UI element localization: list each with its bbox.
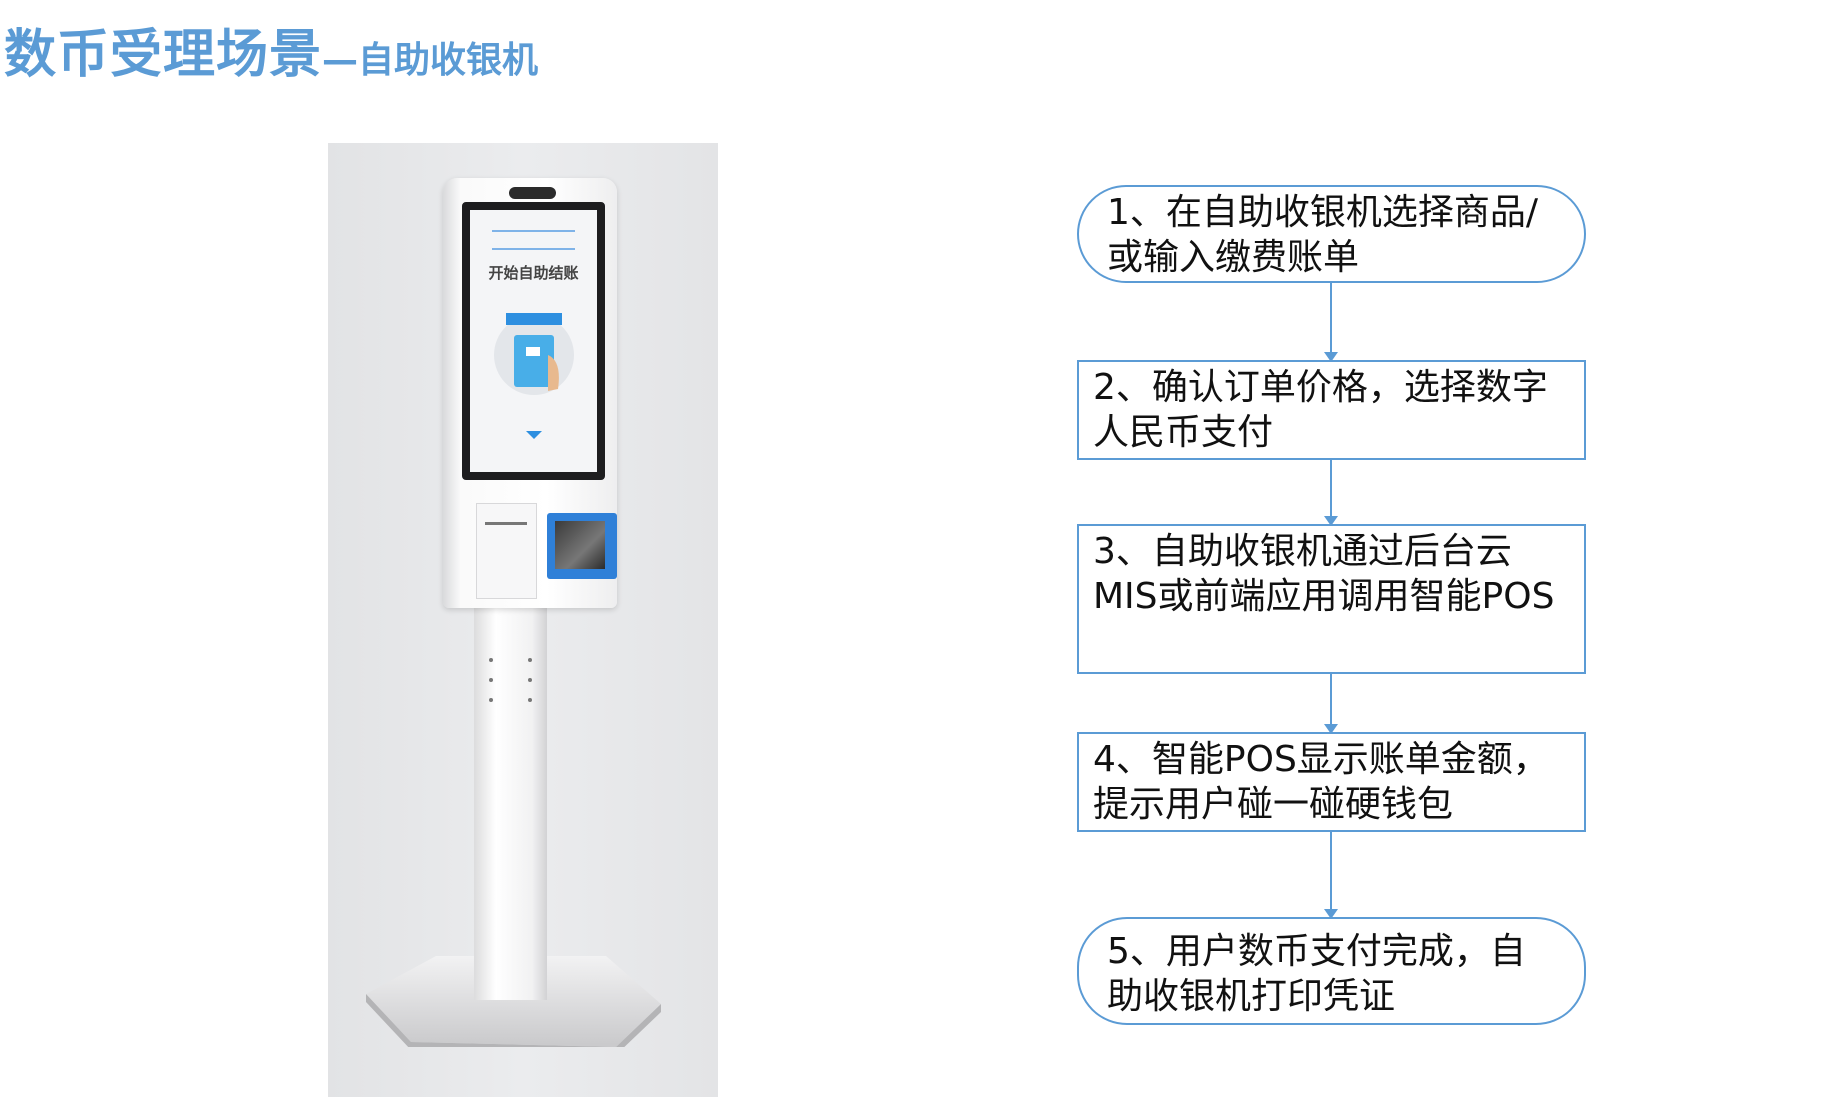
flow-step-5: 5、用户数币支付完成，自助收银机打印凭证 [1077, 917, 1586, 1025]
screw [528, 678, 532, 682]
screw [528, 698, 532, 702]
screen-divider [492, 230, 575, 232]
kiosk-base [366, 954, 661, 1055]
receipt-printer [476, 503, 537, 599]
title-main: 数币受理场景 [4, 25, 323, 85]
page-title: 数币受理场景—自助收银机 [4, 12, 538, 87]
screw [528, 658, 532, 662]
flow-arrow [1324, 832, 1338, 919]
scanner-glass [555, 521, 605, 569]
qr-scanner [547, 513, 617, 579]
kiosk-photo: 开始自助结账 [328, 143, 718, 1097]
screen-title: 开始自助结账 [488, 264, 579, 282]
flow-step-2: 2、确认订单价格，选择数字人民币支付 [1077, 360, 1586, 460]
flow-arrow [1324, 674, 1338, 734]
title-sub: —自助收银机 [322, 40, 539, 81]
screw [489, 678, 493, 682]
flow-step-1: 1、在自助收银机选择商品/或输入缴费账单 [1077, 185, 1586, 283]
kiosk-pole [474, 608, 547, 1000]
payment-illustration-icon [494, 313, 574, 439]
printer-slot [485, 522, 527, 525]
camera-icon [509, 187, 556, 199]
flow-arrow [1324, 460, 1338, 526]
screw [489, 658, 493, 662]
kiosk-screen: 开始自助结账 [462, 202, 605, 480]
screen-divider [492, 248, 575, 250]
flow-step-4: 4、智能POS显示账单金额，提示用户碰一碰硬钱包 [1077, 732, 1586, 832]
screw [489, 698, 493, 702]
flow-step-3: 3、自助收银机通过后台云MIS或前端应用调用智能POS [1077, 524, 1586, 674]
flow-arrow [1324, 283, 1338, 362]
